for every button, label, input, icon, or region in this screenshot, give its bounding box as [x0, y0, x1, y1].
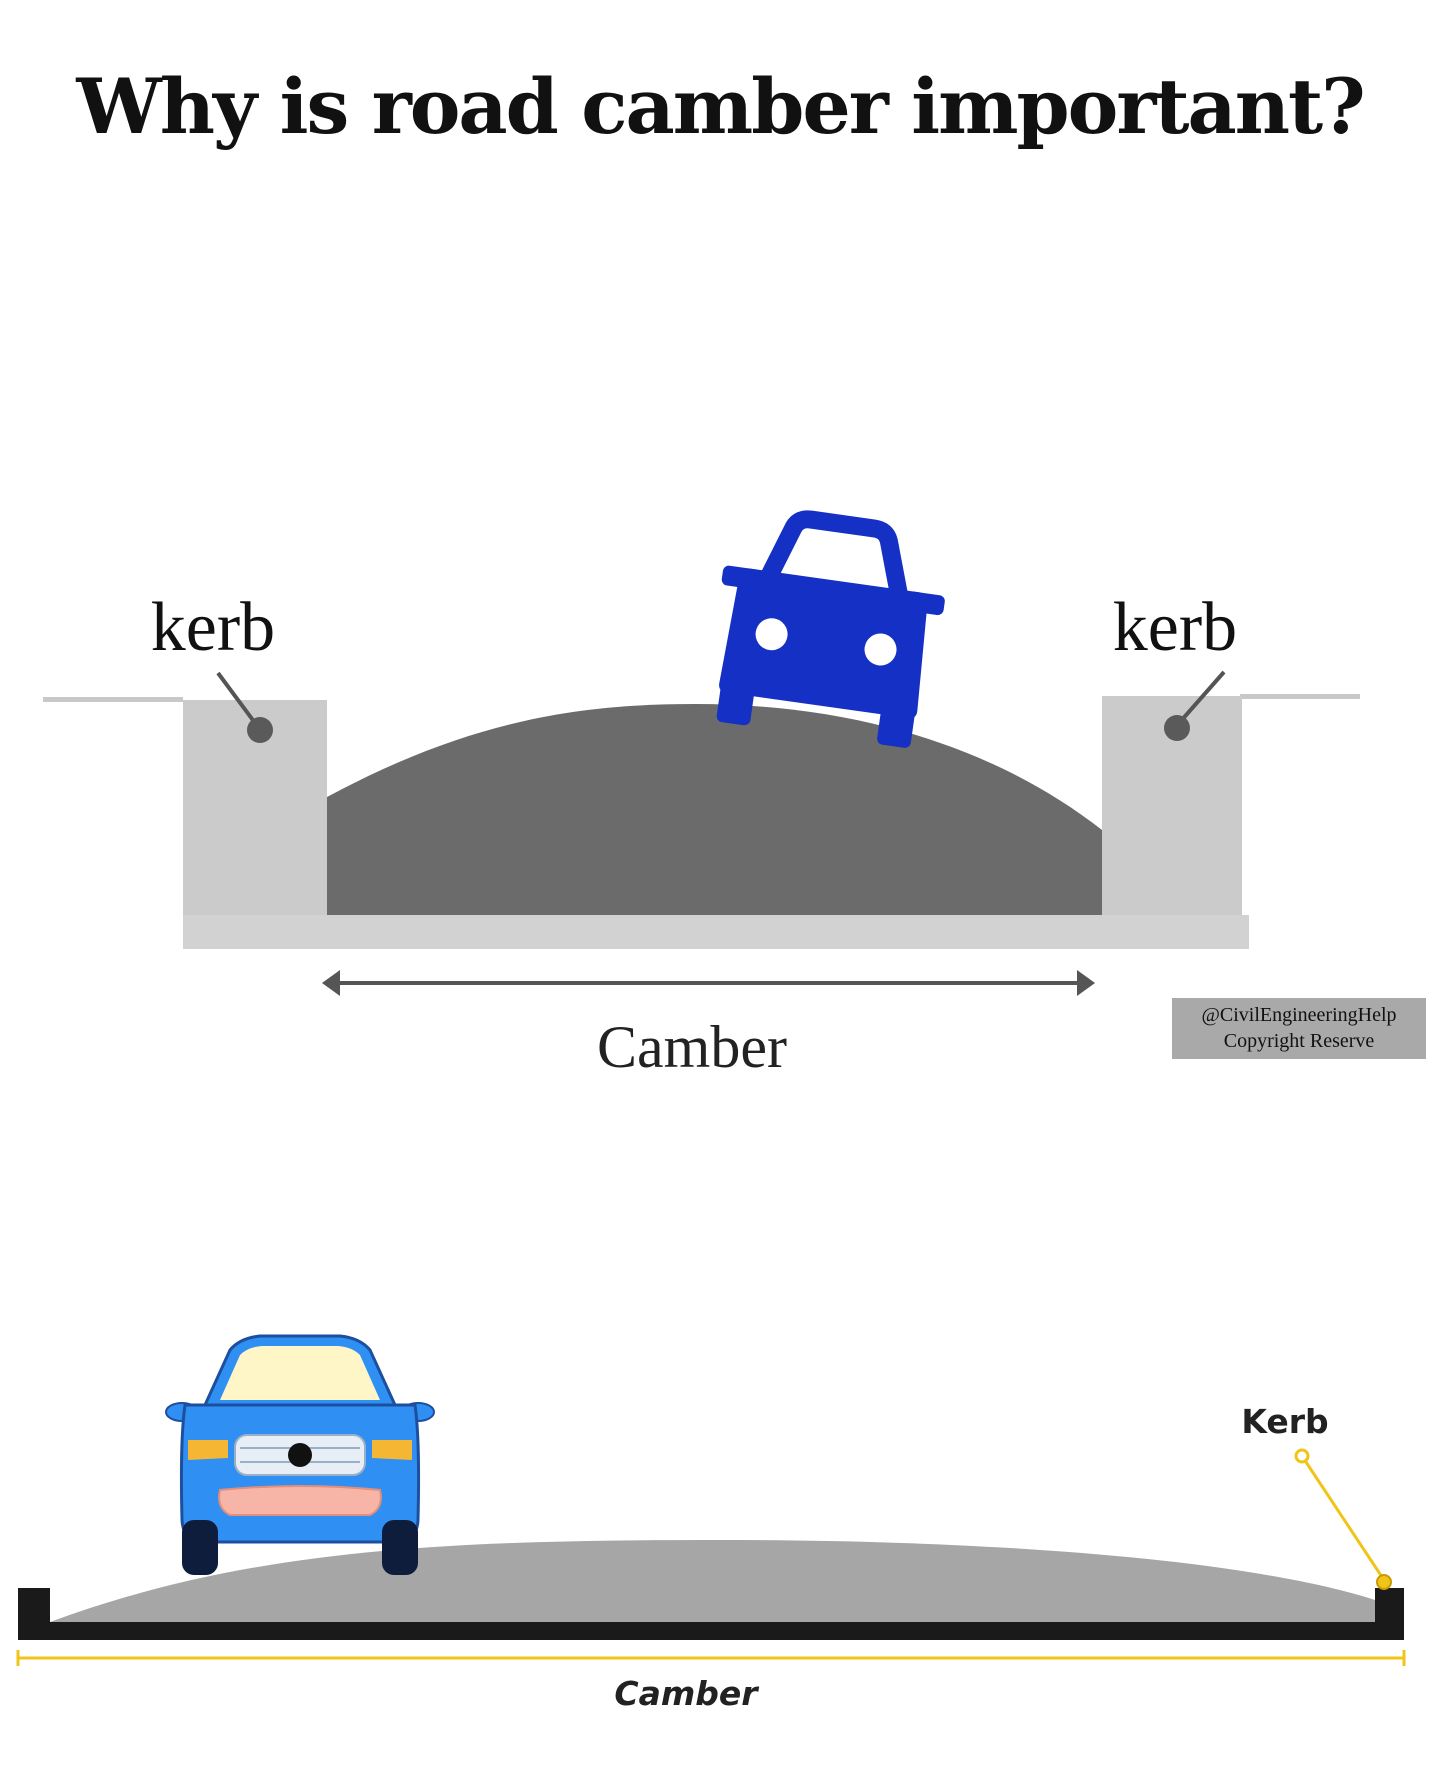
bottom-base [18, 1622, 1404, 1640]
bottom-cambered-road [50, 1540, 1375, 1622]
suv-car-icon [165, 1334, 435, 1575]
left-kerb-label: kerb [151, 589, 275, 666]
car-headlight-left [755, 618, 788, 651]
camber-dimension-arrow [322, 970, 1095, 996]
bottom-right-kerb [1375, 1588, 1404, 1640]
ground-line-left [43, 697, 183, 702]
left-kerb-pointer [216, 671, 260, 729]
bottom-camber-label: Camber [614, 1674, 759, 1713]
watermark-line2: Copyright Reserve [1223, 1030, 1375, 1052]
watermark-line1: @CivilEngineeringHelp [1201, 1004, 1397, 1026]
cambered-road [327, 704, 1102, 915]
page-title: Why is road camber important? [76, 62, 1365, 151]
left-kerb-marker [247, 717, 273, 743]
right-kerb-pointer [1178, 670, 1226, 724]
bottom-left-kerb [18, 1588, 50, 1640]
car-headlight-right [864, 633, 897, 666]
blue-car-icon [716, 510, 945, 748]
base-slab [183, 915, 1249, 949]
right-kerb-label: kerb [1113, 589, 1237, 666]
bottom-kerb-pointer-start [1294, 1448, 1310, 1464]
bottom-kerb-pointer-end [1376, 1574, 1392, 1590]
bottom-kerb-pointer [1300, 1455, 1386, 1581]
bottom-kerb-label: Kerb [1241, 1402, 1328, 1441]
watermark-badge: @CivilEngineeringHelp Copyright Reserve [1172, 998, 1426, 1059]
ground-line-right [1240, 694, 1360, 699]
right-kerb-marker [1164, 715, 1190, 741]
camber-label-top: Camber [597, 1014, 787, 1080]
bottom-camber-diagram [16, 1448, 1406, 1666]
